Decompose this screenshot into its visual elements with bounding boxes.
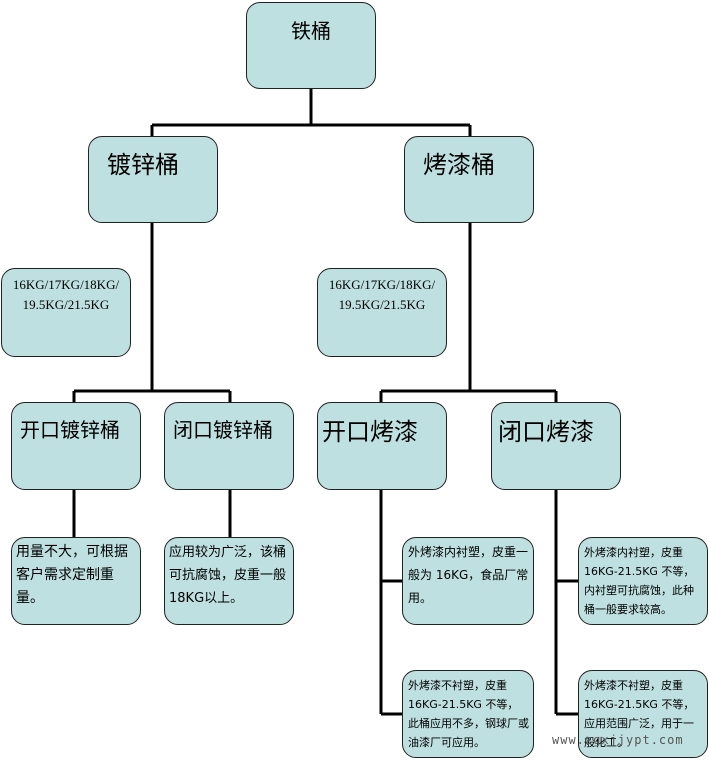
painted-weights-node: 16KG/17KG/18KG/ 19.5KG/21.5KG xyxy=(317,268,447,357)
painted-weights-line-1: 16KG/17KG/18KG/ xyxy=(328,277,436,292)
painted-closed-desc2: 外烤漆不衬塑，皮重 16KG-21.5KG 不等，应用范围广泛，用于一般化工。 xyxy=(584,679,695,749)
painted-closed-desc1-node: 外烤漆内衬塑，皮重 16KG-21.5KG 不等，内衬塑可抗腐蚀，此种桶一般要求… xyxy=(578,537,708,625)
galvanized-open-label: 开口镀锌桶 xyxy=(20,418,120,442)
galvanized-closed-label: 闭口镀锌桶 xyxy=(173,418,273,442)
galvanized-closed-desc: 应用较为广泛，该桶可抗腐蚀，皮重一般18KG以上。 xyxy=(169,545,287,606)
galvanized-node: 镀锌桶 xyxy=(88,136,218,223)
galvanized-open-desc: 用量不大，可根据客户需求定制重量。 xyxy=(16,544,128,606)
painted-closed-node: 闭口烤漆 xyxy=(491,402,621,490)
painted-open-label: 开口烤漆 xyxy=(322,418,418,446)
painted-open-desc2-node: 外烤漆不衬塑，皮重 16KG-21.5KG 不等，此桶应用不多，钢球厂或油漆厂可… xyxy=(402,670,534,758)
watermark: www.zgxjjypt.com xyxy=(552,733,684,747)
painted-closed-label: 闭口烤漆 xyxy=(498,418,594,446)
galvanized-label: 镀锌桶 xyxy=(107,151,179,179)
painted-label: 烤漆桶 xyxy=(423,151,495,179)
painted-open-node: 开口烤漆 xyxy=(317,402,447,490)
painted-node: 烤漆桶 xyxy=(404,136,534,223)
galvanized-open-node: 开口镀锌桶 xyxy=(11,402,141,490)
root-node: 铁桶 xyxy=(246,2,376,89)
painted-closed-desc2-node: 外烤漆不衬塑，皮重 16KG-21.5KG 不等，应用范围广泛，用于一般化工。 xyxy=(578,670,708,758)
galvanized-closed-node: 闭口镀锌桶 xyxy=(164,402,294,490)
galvanized-weights-node: 16KG/17KG/18KG/ 19.5KG/21.5KG xyxy=(1,268,131,357)
painted-weights-line-2: 19.5KG/21.5KG xyxy=(338,297,426,312)
painted-open-desc1: 外烤漆内衬塑，皮重一般为 16KG，食品厂常用。 xyxy=(408,545,529,605)
galvanized-closed-desc-node: 应用较为广泛，该桶可抗腐蚀，皮重一般18KG以上。 xyxy=(164,537,294,625)
painted-closed-desc1: 外烤漆内衬塑，皮重 16KG-21.5KG 不等，内衬塑可抗腐蚀，此种桶一般要求… xyxy=(584,546,695,616)
galvanized-open-desc-node: 用量不大，可根据客户需求定制重量。 xyxy=(11,537,141,625)
galvanized-weights-line-1: 16KG/17KG/18KG/ xyxy=(12,277,120,292)
painted-open-desc1-node: 外烤漆内衬塑，皮重一般为 16KG，食品厂常用。 xyxy=(402,537,534,625)
galvanized-weights-line-2: 19.5KG/21.5KG xyxy=(22,297,110,312)
painted-open-desc2: 外烤漆不衬塑，皮重 16KG-21.5KG 不等，此桶应用不多，钢球厂或油漆厂可… xyxy=(408,679,529,749)
root-label: 铁桶 xyxy=(291,19,331,43)
